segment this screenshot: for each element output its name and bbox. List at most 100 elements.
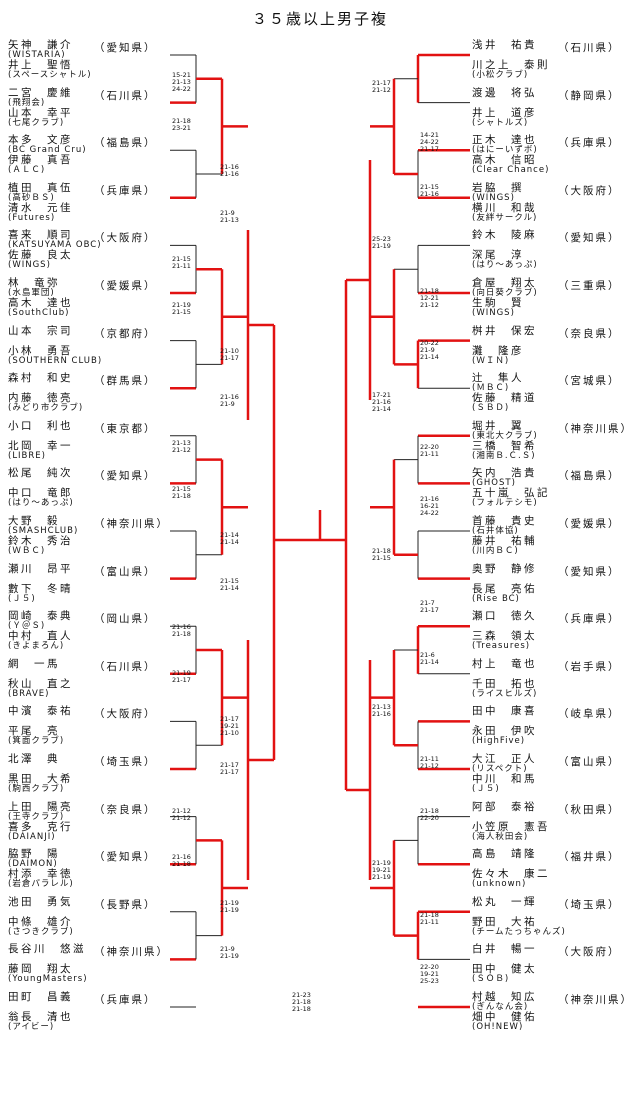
prefecture: （愛知県） [94, 42, 157, 54]
match-score: 22-20 19-21 25-23 [420, 963, 439, 985]
player-name: 鈴木 陵麻 [472, 229, 537, 242]
club-name: (駒西クラブ) [8, 784, 65, 794]
club-name: (Treasures) [472, 641, 531, 652]
club-name: (ライスヒルズ) [472, 688, 538, 699]
club-name: (SMASHCLUB) [8, 526, 79, 536]
player-name: 小口 利也 [8, 419, 73, 432]
prefecture: （神奈川県） [558, 422, 633, 435]
match-score: 21-16 21-9 [220, 393, 239, 408]
prefecture: （埼玉県） [94, 756, 157, 768]
player-name: 川之上 泰則 [472, 59, 550, 71]
club-name: (ぎんなん会) [472, 1002, 529, 1012]
player-name: 桝井 保宏 [472, 324, 537, 337]
club-name: (Ｙ＠Ｓ) [8, 621, 46, 632]
club-name: (ＷＩＮ) [472, 355, 510, 366]
club-name: (湘南Ｂ.Ｃ.Ｓ) [472, 450, 536, 461]
match-score: 21-16 21-16 [220, 163, 239, 178]
player-name: 黒田 大希 [8, 773, 73, 785]
club-name: (WINGS) [472, 308, 515, 318]
player-name: 山本 宗司 [8, 324, 73, 337]
player-name: 山本 幸平 [8, 106, 73, 119]
prefecture: （兵庫県） [94, 184, 157, 197]
player-name: 中村 直人 [8, 630, 73, 643]
match-score: 21-12 21-12 [172, 807, 191, 822]
player-name: 矢神 謙介 [8, 39, 73, 51]
player-name: 井上 道彦 [472, 106, 537, 119]
club-name: (KATSUYAMA OBC) [8, 240, 102, 251]
player-name: 三森 領太 [472, 630, 537, 643]
match-score: 21-15 21-14 [220, 577, 239, 592]
player-name: 長尾 亮佑 [472, 582, 537, 595]
player-name: 瀬川 昂平 [8, 562, 73, 575]
club-name: (Ｊ５) [472, 784, 500, 794]
club-name: (きよまろん) [8, 641, 65, 652]
player-name: 北澤 典 [8, 753, 60, 765]
prefecture: （石川県） [558, 42, 621, 54]
player-name: 中條 雄介 [8, 915, 73, 928]
player-name: 藤岡 翔太 [8, 963, 73, 976]
player-name: 佐々木 康二 [472, 868, 550, 881]
match-score: 21-18 23-21 [172, 117, 191, 132]
club-name: (DAIMON) [8, 859, 58, 870]
player-name: 村上 竜也 [472, 657, 537, 670]
player-name: 清水 元佳 [8, 201, 73, 214]
prefecture: （三重県） [558, 280, 621, 292]
prefecture: （神奈川県） [94, 946, 169, 959]
match-score: 21-18 22-20 [420, 807, 439, 822]
player-name: 大野 毅 [8, 515, 60, 527]
match-score: 14-21 24-22 21-17 [420, 131, 439, 153]
prefecture: （愛知県） [558, 232, 621, 245]
player-name: 長谷川 悠滋 [8, 943, 86, 956]
player-name: 數下 冬晴 [8, 582, 73, 595]
player-name: 田町 昌義 [8, 991, 73, 1003]
club-name: (リスペクト) [472, 764, 528, 774]
match-score: 21-19 21-15 [172, 301, 191, 316]
player-name: 村越 知広 [472, 991, 537, 1003]
match-score: 21-13 21-16 [372, 703, 391, 718]
club-name: (シャトルズ) [472, 117, 529, 128]
match-score: 21-15 21-11 [172, 255, 191, 270]
prefecture: （岩手県） [558, 660, 621, 673]
club-name: (石井体協) [472, 526, 519, 536]
club-name: (ＡＬＣ) [8, 165, 46, 176]
player-name: 田中 健太 [472, 963, 537, 976]
club-name: (Clear Chance) [472, 165, 550, 176]
prefecture: （福井県） [558, 851, 621, 864]
prefecture: （福島県） [558, 470, 621, 483]
club-name: (スペースシャトル) [8, 70, 92, 80]
player-name: 田中 康喜 [472, 705, 537, 718]
club-name: (海人秋田会) [472, 831, 529, 842]
player-name: 横川 和哉 [472, 201, 537, 214]
prefecture: （奈良県） [558, 327, 621, 340]
prefecture: （岐阜県） [558, 708, 621, 721]
player-name: 喜多 克行 [8, 820, 73, 833]
match-score: 21-11 21-12 [420, 755, 439, 770]
prefecture: （長野県） [94, 898, 157, 911]
player-name: 伊藤 真吾 [8, 154, 73, 167]
club-name: (WISTARIA) [8, 50, 66, 60]
prefecture: （東京都） [94, 422, 157, 435]
club-name: (岩倉パラレル) [8, 879, 74, 890]
player-name: 高島 靖隆 [472, 848, 537, 861]
match-score: 20-22 21-9 21-14 [420, 339, 439, 361]
match-score: 21-19 19-21 21-19 [372, 859, 391, 881]
club-name: (GHOST) [472, 478, 516, 489]
player-name: 中川 和馬 [472, 773, 537, 785]
player-name: 池田 勇気 [8, 895, 73, 908]
player-name: 中口 竜郎 [8, 487, 73, 500]
club-name: (BC Grand Cru) [8, 145, 87, 156]
player-name: 畑中 健佑 [472, 1011, 537, 1023]
club-name: (YoungMasters) [8, 974, 88, 985]
player-name: 中濱 泰祐 [8, 705, 73, 718]
club-name: (はり～あっぷ) [8, 498, 74, 509]
club-name: (小松クラブ) [472, 70, 529, 80]
club-name: (SOUTHERN CLUB) [8, 355, 103, 366]
club-name: (水島軍団) [8, 288, 55, 298]
player-name: 生駒 賢 [472, 297, 524, 309]
player-name: 高木 信昭 [472, 154, 537, 167]
player-name: 秋山 直之 [8, 677, 73, 690]
prefecture: （愛知県） [558, 565, 621, 578]
club-name: (飛翔会) [8, 97, 46, 108]
prefecture: （大阪府） [558, 184, 621, 197]
